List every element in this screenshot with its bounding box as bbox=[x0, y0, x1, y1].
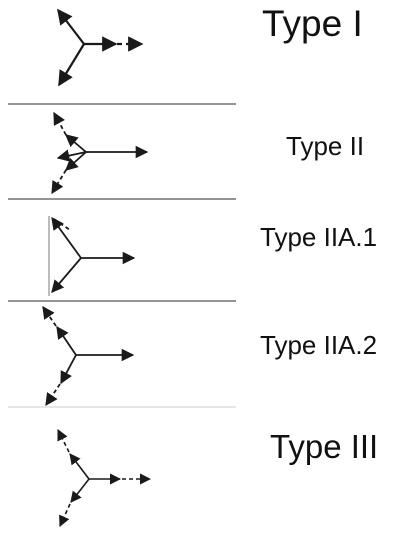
edge-lower-solid bbox=[70, 478, 90, 503]
edge-upper-solid bbox=[56, 325, 77, 356]
edge-lower-dashed bbox=[51, 169, 67, 195]
edge-lower bbox=[51, 257, 82, 293]
label-type-ii: Type II bbox=[286, 131, 365, 161]
edge-upper-left bbox=[57, 8, 85, 45]
edge-upper-solid bbox=[69, 453, 90, 480]
edge-lower-solid bbox=[65, 151, 87, 171]
edge-upper-dashed bbox=[53, 111, 67, 136]
edge-lower-dashed bbox=[59, 503, 71, 528]
junction-type-iia2 bbox=[42, 305, 135, 407]
label-type-iia1: Type IIA.1 bbox=[260, 222, 378, 252]
edge-lower-solid bbox=[60, 354, 77, 385]
edge-upper-dashed bbox=[57, 428, 70, 453]
edge-upper-dashed bbox=[42, 305, 57, 327]
edge-upper-dashed bbox=[53, 218, 71, 231]
edge-upper-solid bbox=[65, 134, 87, 153]
edge-upper bbox=[51, 216, 82, 259]
junction-type-ii bbox=[51, 111, 149, 195]
junction-type-i bbox=[57, 8, 144, 87]
label-type-iii: Type III bbox=[270, 428, 379, 465]
edge-middle-left bbox=[56, 149, 87, 162]
label-type-iia2: Type IIA.2 bbox=[260, 330, 378, 360]
label-type-i: Type I bbox=[262, 3, 363, 44]
junction-type-iia1 bbox=[48, 216, 136, 296]
edge-lower-dashed bbox=[45, 383, 61, 407]
edge-lower-left bbox=[58, 43, 85, 87]
junction-type-iii bbox=[57, 428, 152, 528]
